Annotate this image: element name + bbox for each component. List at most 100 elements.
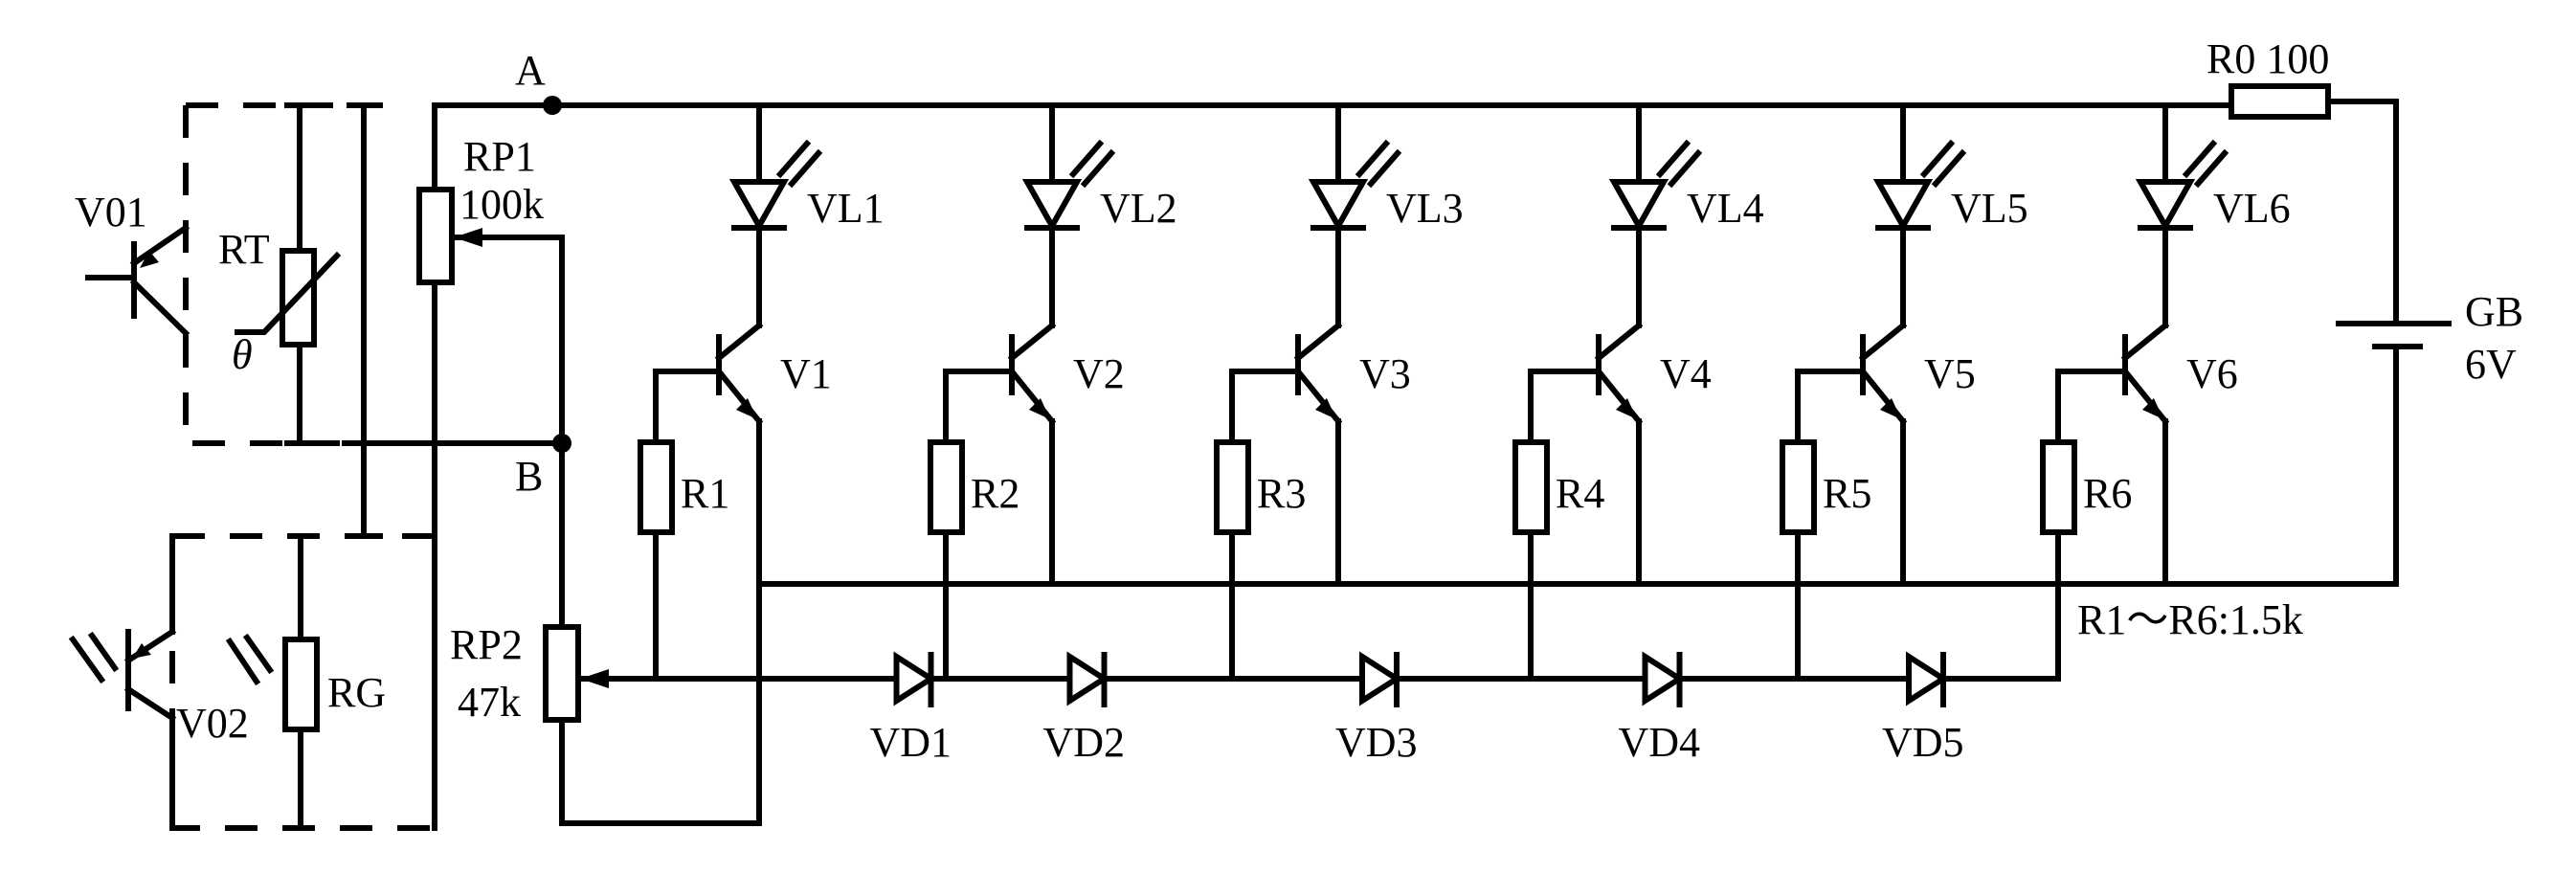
collector-lead (1007, 321, 1057, 363)
transistor-label: V2 (1073, 350, 1125, 397)
wire (1795, 369, 1866, 445)
r0-label: R0 100 (2206, 35, 2329, 82)
resistor-label: R2 (971, 470, 1019, 517)
collector-lead (2120, 321, 2170, 363)
collector-lead (714, 321, 764, 363)
resistor-label: R3 (1257, 470, 1306, 517)
diode-4: VD4 (1619, 651, 1701, 766)
rg-photoresistor (282, 637, 320, 732)
stages: VL1V1R1VL2V2R2VL3V3R3VL4V4R4VL5V5R5VL6V6… (638, 102, 2291, 682)
light-ray-icon (1655, 139, 1691, 179)
rp1-value: 100k (459, 181, 544, 228)
collector-lead (1594, 321, 1644, 363)
thermistor-slash-icon (235, 251, 342, 335)
rp2-value: 47k (458, 679, 521, 726)
rg-label: RG (327, 669, 386, 716)
wire (943, 369, 1015, 445)
led-icon (1608, 179, 1669, 233)
light-ray-icon (1366, 148, 1402, 189)
diode-icon (1642, 651, 1686, 706)
diode-icon (1906, 651, 1949, 706)
led-label: VL6 (2213, 185, 2291, 232)
diode-label: VD3 (1335, 719, 1418, 766)
v01-label: V01 (75, 189, 147, 235)
light-ray-icon (1931, 148, 1967, 189)
light-ray-icon (1355, 139, 1391, 179)
theta-label: θ (232, 331, 253, 378)
battery-gb: GB 6V (2336, 288, 2523, 587)
diode-label: VD5 (1882, 719, 1964, 766)
base-resistor (1512, 439, 1550, 535)
diode-2: VD2 (1043, 651, 1125, 766)
resistor-label: R6 (2083, 470, 2132, 517)
v02-rg-sensor-block: V02 RG (68, 533, 436, 831)
rp2-name: RP2 (450, 621, 523, 668)
diode-1: VD1 (870, 651, 952, 766)
r0-resistor (2229, 83, 2331, 120)
diode-label: VD1 (870, 719, 952, 766)
led-icon (1308, 179, 1369, 233)
wire (1229, 369, 1301, 445)
light-ray-icon (775, 139, 812, 179)
emitter-arrow-icon (1315, 398, 1336, 419)
wire (1528, 369, 1602, 445)
led-label: VL4 (1687, 185, 1764, 232)
rp1-name: RP1 (463, 133, 536, 180)
base-resistor (1214, 439, 1251, 535)
light-ray-icon (1068, 139, 1105, 179)
node-a-dot (543, 96, 562, 115)
diode-icon (1359, 651, 1402, 706)
rt-label: RT (218, 226, 270, 273)
sensor-box-upper-dashed (183, 102, 345, 446)
diode-icon (893, 651, 937, 706)
resistor-label: R4 (1556, 470, 1604, 517)
emitter-arrow-icon (736, 398, 757, 419)
collector-lead (1293, 321, 1343, 363)
light-ray-icon (2193, 148, 2229, 189)
wire (2055, 369, 2128, 445)
light-ray-icon (1919, 139, 1956, 179)
emitter-arrow-icon (1616, 398, 1637, 419)
transistor-label: V6 (2186, 350, 2238, 397)
led-label: VL3 (1386, 185, 1464, 232)
v02-label: V02 (176, 700, 249, 747)
emitter-arrow-icon (2142, 398, 2163, 419)
diode-label: VD4 (1619, 719, 1701, 766)
battery-name: GB (2465, 288, 2523, 335)
resistor-note: R1～R6:1.5k (2077, 596, 2303, 643)
led-icon (2135, 179, 2196, 233)
diode-3: VD3 (1335, 651, 1418, 766)
led-label: VL2 (1100, 185, 1177, 232)
led-label: VL1 (807, 185, 885, 232)
base-resistor (2040, 439, 2077, 535)
battery-value: 6V (2465, 341, 2517, 388)
transistor-label: V3 (1359, 350, 1411, 397)
emitter-arrow-icon (1029, 398, 1050, 419)
transistor-label: V5 (1924, 350, 1976, 397)
diode-icon (1066, 651, 1110, 706)
light-ray-icon (2182, 139, 2218, 179)
node-a-label: A (515, 47, 546, 94)
led-label: VL5 (1951, 185, 2028, 232)
wire (653, 369, 722, 445)
v01-rt-sensor-block: V01 RT θ (75, 102, 345, 446)
base-resistor (638, 439, 675, 535)
led-icon (1021, 179, 1083, 233)
transistor-label: V4 (1660, 350, 1712, 397)
resistor-label: R5 (1823, 470, 1871, 517)
rt-thermistor (280, 248, 317, 347)
base-resistor (928, 439, 965, 535)
light-ray-icon (1667, 148, 1703, 189)
wiper-arrow-icon (580, 669, 609, 688)
node-b-label: B (515, 453, 543, 500)
v01-transistor-icon (85, 223, 190, 338)
wiper-arrow-icon (454, 228, 482, 247)
base-resistor (1780, 439, 1817, 535)
